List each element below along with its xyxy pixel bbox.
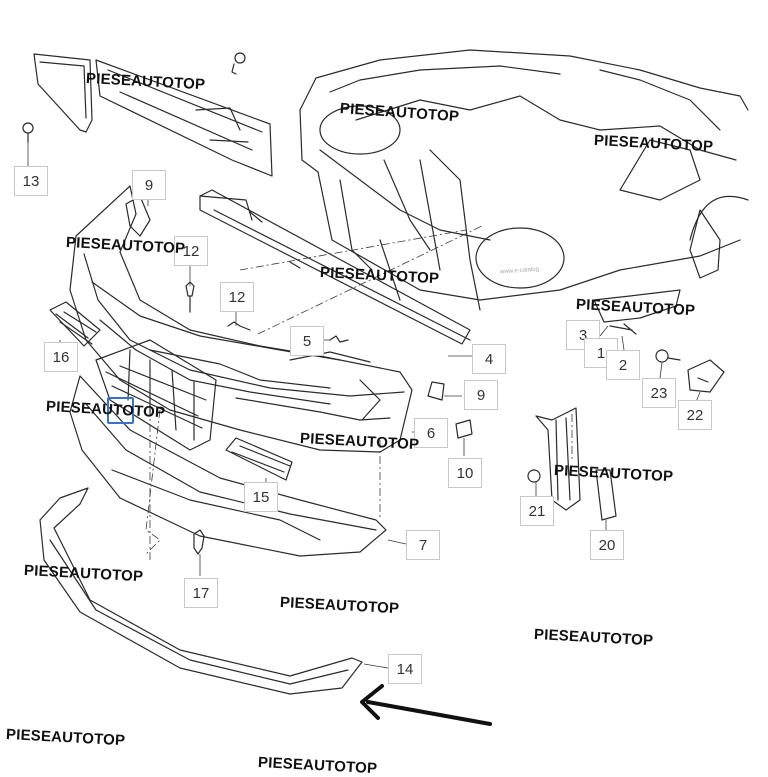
bracket-21-20: [527, 407, 617, 521]
callout-2: 2: [606, 350, 640, 380]
clip-10: [455, 419, 473, 439]
callout-15: 15: [244, 482, 278, 512]
bracket-1-3: [593, 289, 681, 335]
trim-strip-14: [39, 487, 363, 695]
callout-7: 7: [406, 530, 440, 560]
callout-10: 10: [448, 458, 482, 488]
license-plate-holder: [33, 53, 93, 133]
arrow-to-trim: [360, 684, 492, 726]
cross-member-4: [199, 189, 471, 345]
clip-17: [193, 529, 205, 555]
part-23: [655, 349, 681, 363]
screws-12: [185, 281, 251, 331]
vehicle-front-body: [299, 49, 749, 311]
callout-9-lower: 9: [464, 380, 498, 410]
bracket-9-lower: [427, 381, 445, 401]
lower-grille: [95, 339, 217, 451]
callout-4: 4: [472, 344, 506, 374]
callout-5: 5: [290, 326, 324, 356]
callout-9-upper: 9: [132, 170, 166, 200]
callout-13: 13: [14, 166, 48, 196]
grille-right-15: [225, 437, 293, 481]
callout-14: 14: [388, 654, 422, 684]
callout-20: 20: [590, 530, 624, 560]
top-screw: [231, 52, 246, 75]
grille-left-16: [49, 301, 101, 347]
screw-13: [22, 122, 34, 143]
callout-12-upper: 12: [174, 236, 208, 266]
callout-23: 23: [642, 378, 676, 408]
selection-highlight: [107, 397, 134, 424]
callout-6: 6: [414, 418, 448, 448]
bumper-reinforcement-bar: [95, 59, 273, 177]
callout-21: 21: [520, 496, 554, 526]
callout-22: 22: [678, 400, 712, 430]
screw-5: [329, 335, 349, 343]
callout-12-lower: 12: [220, 282, 254, 312]
part-22: [687, 359, 725, 393]
callout-16: 16: [44, 342, 78, 372]
callout-17: 17: [184, 578, 218, 608]
